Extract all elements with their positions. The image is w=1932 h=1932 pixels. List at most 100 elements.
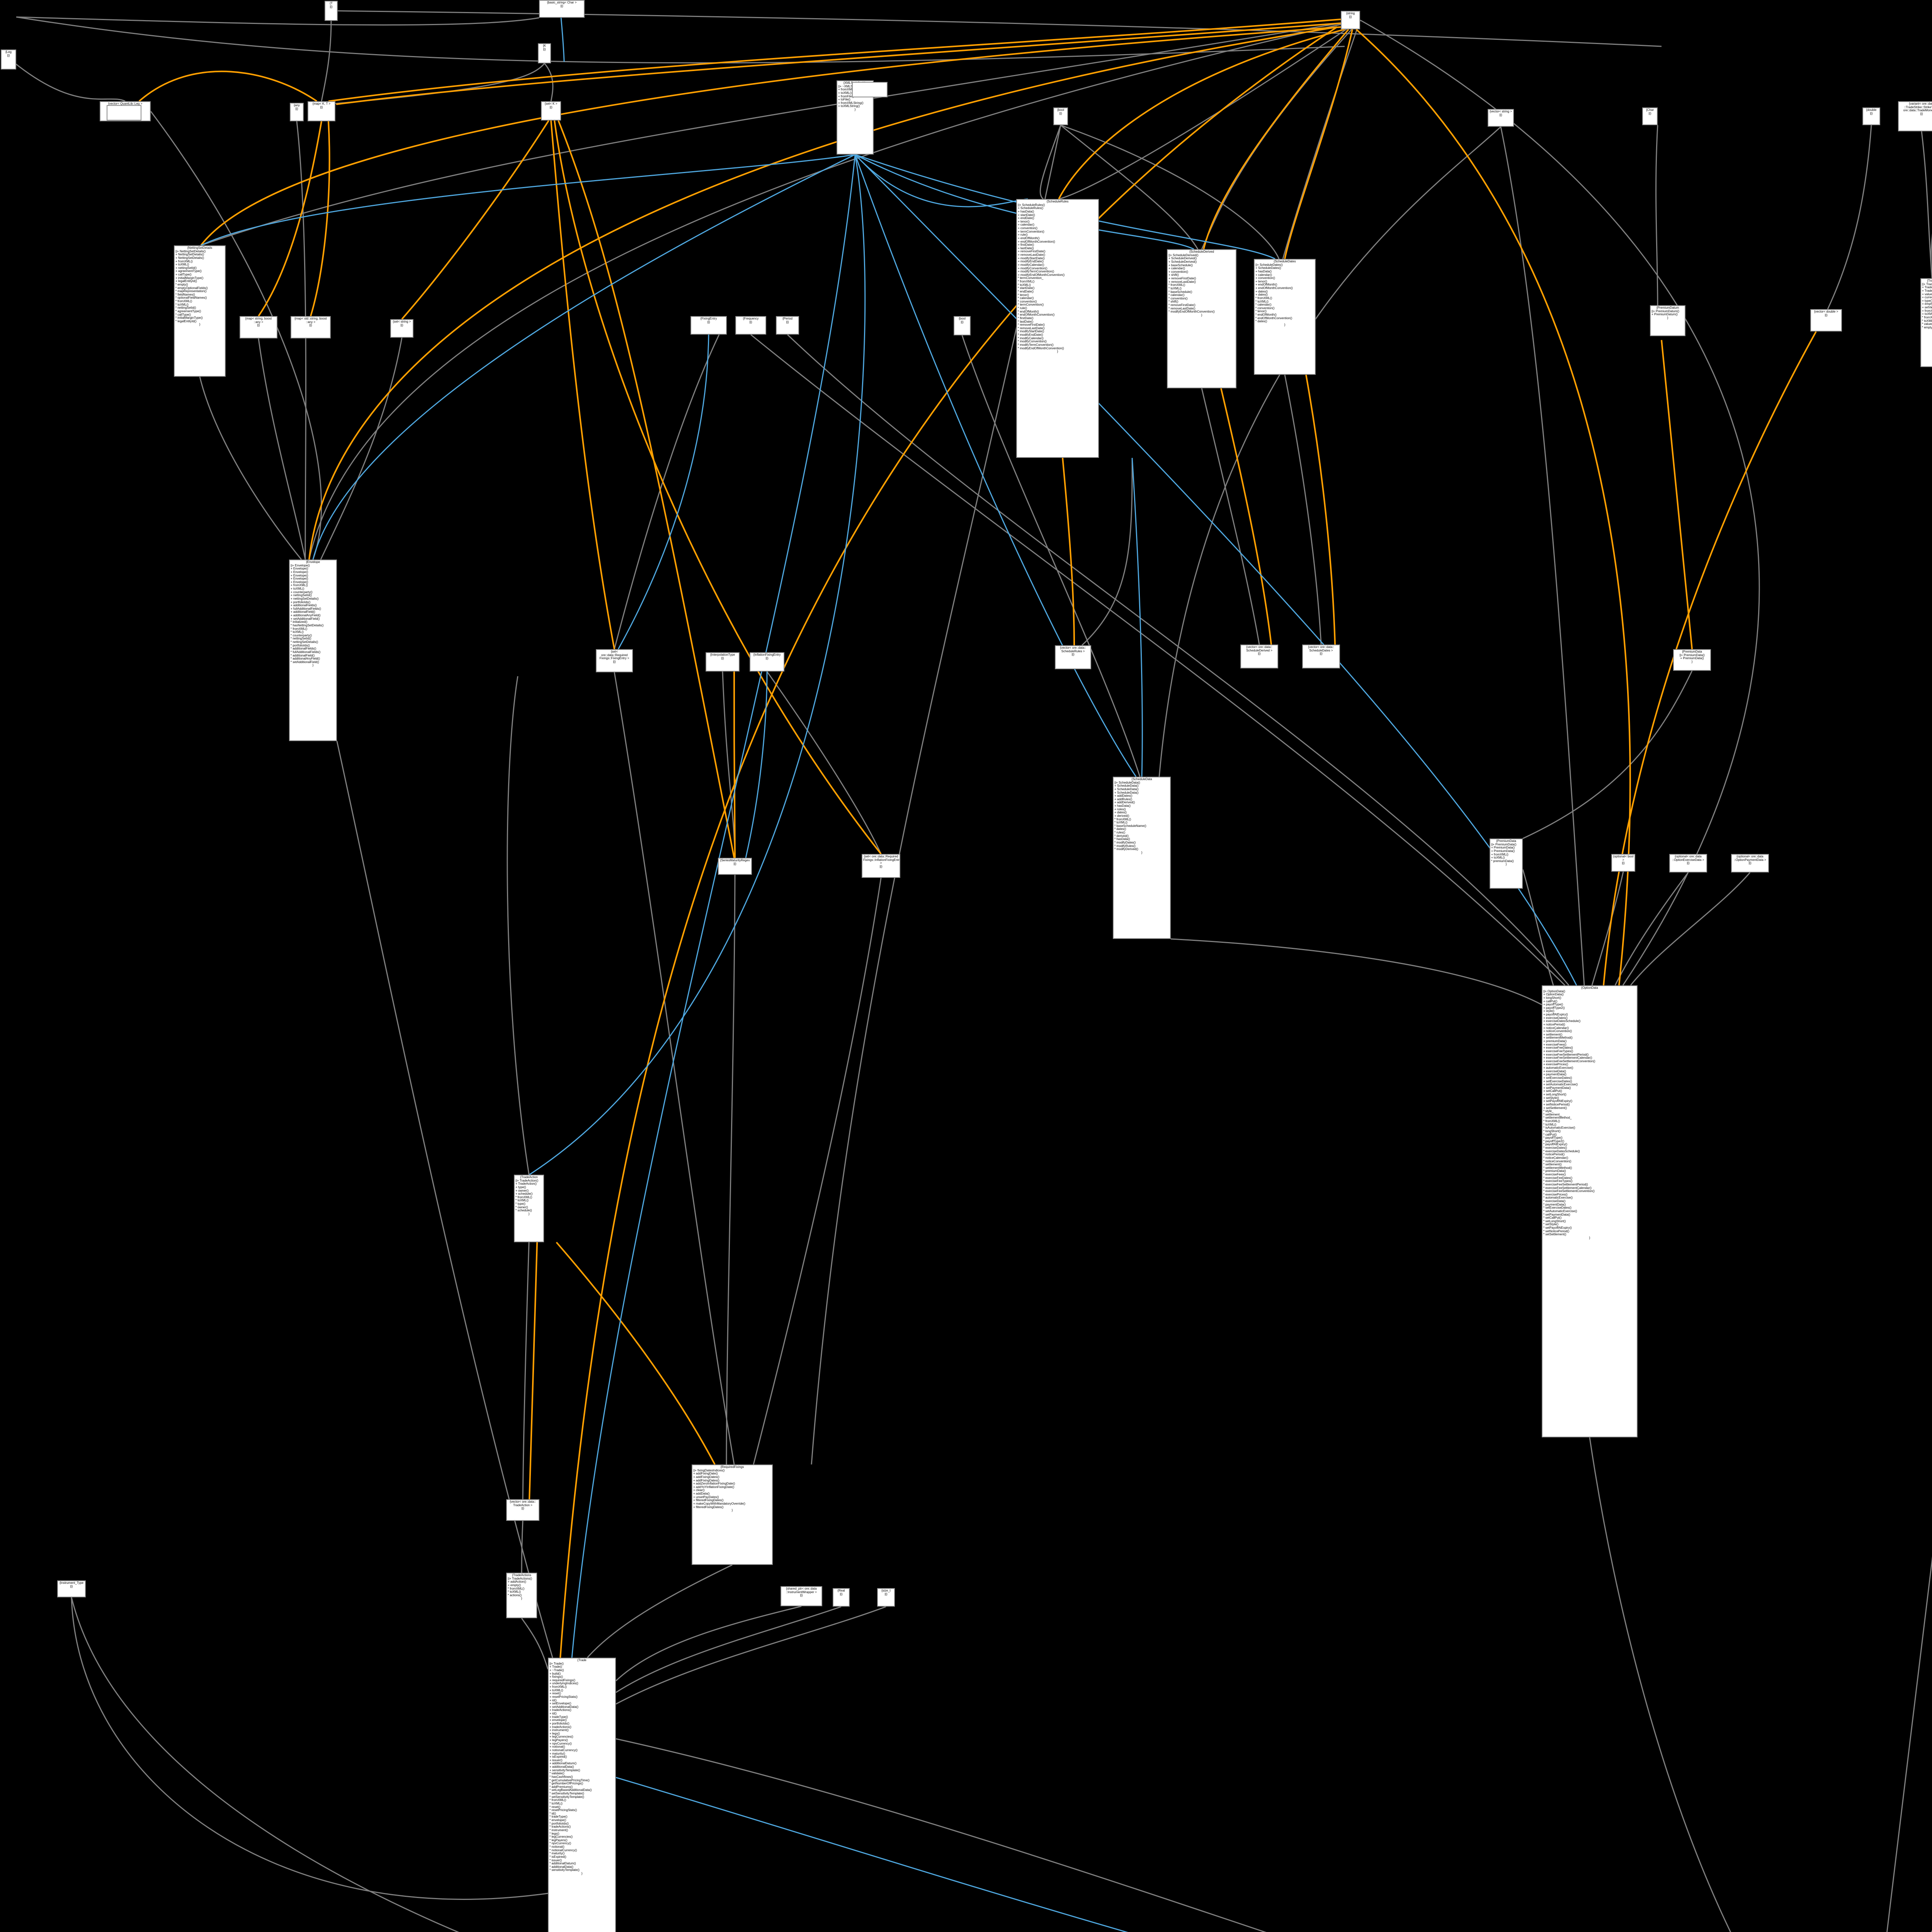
uml-class-node[interactable]: {set< string >||} [390, 319, 413, 338]
uml-class-node[interactable]: {map< K, T >||} [308, 101, 335, 121]
uml-class-node[interactable]: {OptionData||+ OptionData()+ OptionData(… [1542, 985, 1638, 1437]
uml-class-node[interactable]: {vector< double >||} [1810, 309, 1842, 332]
uml-class-member: * toXML() [291, 630, 304, 634]
uml-class-brace: } [581, 1872, 583, 1875]
uml-class-member: + modifyConvention() [1018, 266, 1048, 270]
uml-class-node[interactable]: {optional< ore::data ::OptionPaymentData… [1731, 854, 1769, 872]
uml-class-member: + style() [1543, 1009, 1554, 1013]
uml-class-node[interactable]: {Instrument_Type||} [57, 1580, 86, 1597]
uml-class-member: * isAutomaticExercise() [1543, 1126, 1575, 1130]
uml-class-node[interactable]: {T||} [325, 1, 338, 21]
uml-class-node[interactable]: {vector< ore::data:: TradeAction >||} [506, 1499, 539, 1521]
uml-class-node[interactable]: {set< K >||} [541, 101, 561, 121]
uml-class-node[interactable]: {TradeActions||+ TradeActions()+ addActi… [506, 1573, 537, 1618]
uml-class-node[interactable]: {Leg||} [1, 49, 16, 70]
uml-class-member: + clear() [693, 1488, 705, 1492]
uml-class-node[interactable]: {double||} [1862, 107, 1880, 125]
uml-class-node[interactable]: {ScheduleDates||+ ScheduleDates()+ Sched… [1254, 259, 1316, 375]
uml-class-member: + setValue() [1922, 306, 1932, 309]
uml-class-node[interactable] [107, 105, 141, 121]
uml-class-title: {Real [837, 1589, 845, 1592]
uml-class-member: + derived() [1114, 814, 1129, 818]
uml-class-brace: } [1922, 329, 1932, 333]
uml-class-node[interactable]: {Trade||+ Trade()+ Trade()+ ~Trade()+ bu… [548, 1658, 616, 1932]
uml-class-member: * setLongShort() [1543, 1219, 1566, 1223]
uml-class-node[interactable]: {NettingSetDetails||+ NettingSetDetails(… [174, 245, 226, 377]
uml-class-member: * endOfMonth() [1018, 310, 1039, 313]
uml-class-member: * empty() [1922, 325, 1932, 329]
uml-class-member: * legs() [549, 1832, 560, 1835]
uml-class-node[interactable]: {map< std::string, boost ::any >||} [291, 316, 331, 338]
uml-class-node[interactable]: {any||} [290, 103, 304, 121]
uml-class-member: + hasData() [1255, 269, 1272, 273]
uml-class-node[interactable]: {size_t||} [877, 1588, 895, 1607]
uml-class-node[interactable]: {Frequency||} [735, 316, 766, 335]
uml-class-node[interactable]: {basic_string< Char >||} [539, 0, 585, 18]
uml-class-title: {TradeActions [512, 1573, 531, 1577]
uml-class-member: + toXML() [838, 91, 852, 95]
uml-class-node[interactable]: {RequiredFixings||+ fixingDatesIndices()… [692, 1464, 773, 1565]
uml-class-member: + fromFile() [838, 94, 854, 98]
uml-class-node[interactable]: {bool||} [954, 316, 971, 335]
uml-class-node[interactable]: {set< ore::data::Required Fixings::Infla… [862, 854, 900, 878]
uml-class-node[interactable] [852, 82, 888, 97]
uml-class-node[interactable]: {InflationFixingEntry||} [750, 652, 784, 672]
uml-class-node[interactable]: {string||} [1341, 11, 1360, 29]
uml-class-node[interactable]: {map< string, boost ::any >||} [240, 316, 277, 338]
uml-class-node[interactable]: {TradeAction||+ TradeAction()+ TradeActi… [514, 1175, 544, 1242]
uml-class-node[interactable]: {SeriesMaturityRegex ||} [718, 858, 752, 875]
uml-class-node[interactable]: {FixingEntry||} [690, 316, 727, 335]
uml-class-member: * convention() [1255, 306, 1275, 310]
uml-class-member: + agreementType() [175, 269, 202, 273]
uml-class-member: + build() [549, 1672, 561, 1675]
uml-class-title: {Trade [577, 1658, 587, 1662]
uml-class-node[interactable]: {vector< ore::data:: ScheduleDates >||} [1302, 645, 1340, 668]
uml-class-member: * additionalDatum() [549, 1862, 576, 1866]
uml-class-member: * removeLastDate() [1168, 306, 1196, 310]
uml-class-member: ||+ PremiumDatum() [1651, 309, 1679, 313]
uml-class-member: * modifyCalendar() [1018, 336, 1044, 340]
uml-class-node[interactable]: {vector< ore::data:: ScheduleRules >||} [1055, 645, 1091, 669]
uml-class-member: + hasData() [1018, 209, 1034, 213]
uml-class-member: + addFixingDates() [693, 1478, 719, 1482]
uml-class-member: * getNumberOfPricings() [549, 1782, 583, 1786]
uml-class-member: * baseSchedule() [1168, 290, 1192, 294]
uml-class-node[interactable]: {K||} [538, 43, 551, 63]
uml-class-node[interactable]: {variant< ore::data ::TradeStrike::Strik… [1898, 101, 1932, 131]
uml-class-node[interactable]: {vector< ore::data:: ScheduleDerived >||… [1240, 645, 1278, 668]
uml-class-node[interactable]: {InterpolationType||} [706, 652, 740, 672]
uml-class-node[interactable]: {ScheduleRules||+ ScheduleRules()+ Sched… [1016, 199, 1099, 458]
uml-class-node[interactable]: {bool||} [1053, 107, 1068, 125]
uml-class-brace: ||} [1499, 113, 1502, 117]
uml-class-node[interactable]: {ScheduleDerived||+ ScheduleDerived()+ S… [1167, 249, 1236, 388]
uml-class-title: {FixingEntry [700, 317, 717, 320]
uml-class-member: + calendar() [1018, 223, 1034, 227]
uml-class-node[interactable]: {ScheduleData||+ ScheduleData()+ Schedul… [1113, 777, 1171, 939]
uml-class-node[interactable]: {optional< ore::data ::OptionExerciseDat… [1669, 854, 1707, 872]
uml-class-member: + additionalField() [291, 610, 315, 614]
uml-class-node[interactable]: {vector< string >||} [1488, 109, 1514, 127]
uml-class-member: * modifyEndOfMonthConvention() [1168, 310, 1215, 314]
uml-class-node[interactable]: {PremiumDatum||+ PremiumDatum()+ Premium… [1650, 305, 1685, 336]
uml-class-member: * payoffType2() [1543, 1139, 1565, 1143]
uml-class-node[interactable]: {Real||} [833, 1588, 850, 1607]
uml-class-node[interactable]: {shared_ptr< ore::data ::InstrumentWrapp… [781, 1586, 822, 1606]
uml-class-node[interactable]: {Period||} [776, 316, 799, 335]
uml-class-member: * removeLastDate() [1018, 326, 1045, 330]
uml-class-member: * exerciseDates() [1543, 1146, 1567, 1150]
uml-class-member: * setSensitivityTemplate() [549, 1795, 584, 1799]
uml-class-member: + exerciseFeeSettlementCalendar() [1543, 1056, 1592, 1060]
uml-class-member: * setSensitivityTemplate() [549, 1792, 584, 1795]
uml-class-node[interactable]: {Envelope||+ Envelope()+ Envelope()+ Env… [289, 560, 337, 741]
uml-class-node[interactable]: {TradeStrike||+ TradeStrike()+ TradeStri… [1920, 278, 1932, 367]
uml-class-title: {optional< bool > [1613, 855, 1634, 862]
uml-class-node[interactable]: {Char||} [1642, 107, 1658, 125]
uml-class-member: * maturity() [549, 1852, 565, 1855]
uml-class-node[interactable]: {PremiumData ||+ PremiumData() + Premium… [1673, 649, 1711, 671]
uml-class-node[interactable]: {set< ore::data::Required Fixings::Fixin… [596, 649, 633, 672]
uml-class-node[interactable]: {PremiumData||+ PremiumData()+ PremiumDa… [1490, 838, 1523, 889]
uml-class-member: * toXML() [1543, 1122, 1556, 1126]
uml-class-title: {map< K, T > [312, 102, 331, 105]
uml-class-node[interactable]: {optional< bool >||} [1611, 854, 1635, 872]
